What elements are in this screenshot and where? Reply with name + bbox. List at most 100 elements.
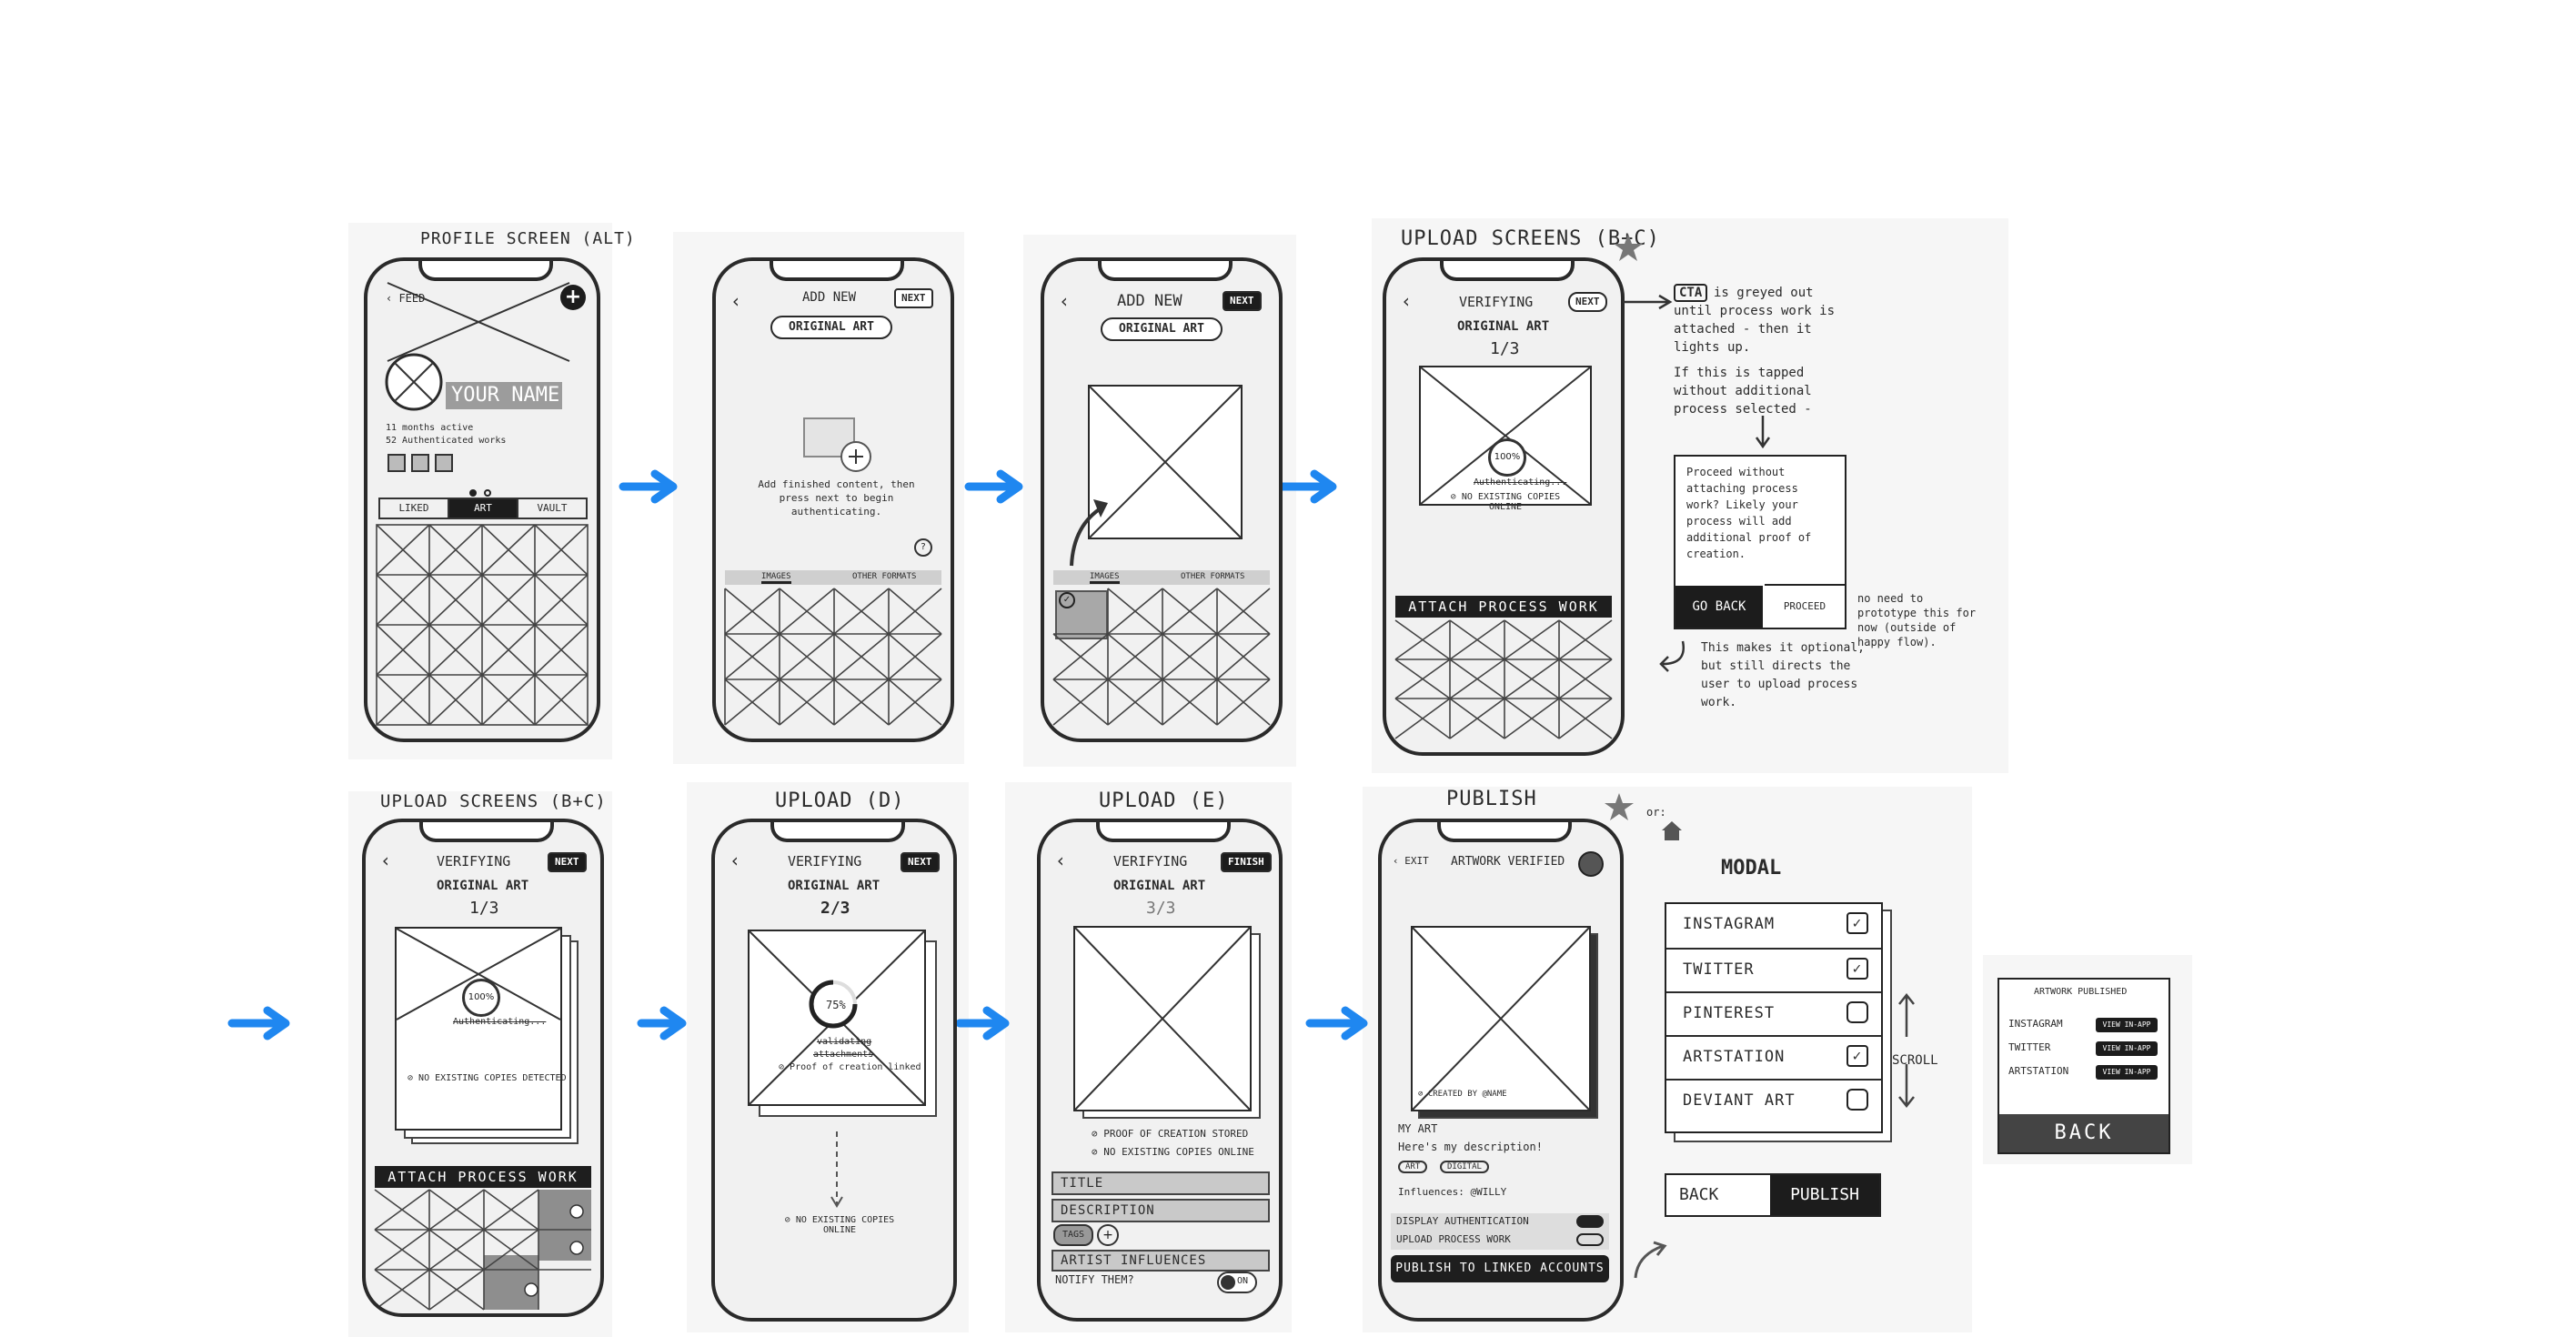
go-back-button[interactable]: GO BACK [1675,586,1763,628]
proof-linked: ⊘ Proof of creation linked [779,1062,921,1072]
tab-art[interactable]: ART [449,499,517,518]
platform-row-deviantart[interactable]: DEVIANT ART [1666,1079,1881,1121]
exit-button[interactable]: ‹ EXIT [1393,855,1429,867]
finish-button[interactable]: FINISH [1221,852,1272,872]
flow-arrow-2 [964,469,1023,504]
tab-other-formats[interactable]: OTHER FORMATS [1181,572,1245,581]
back-to-feed[interactable]: ‹ FEED [386,292,426,305]
view-in-app-button[interactable]: VIEW IN-APP [2096,1065,2158,1080]
tab-vault[interactable]: VAULT [517,499,586,518]
no-copies-text: ⊘ NO EXISTING COPIES ONLINE [784,1215,895,1235]
next-button[interactable]: NEXT [1223,291,1262,311]
stats-months: 11 months active [386,423,474,433]
published-back-button[interactable]: BACK [1999,1114,2168,1152]
help-icon[interactable]: ? [914,538,932,557]
art-preview [748,930,926,1106]
original-art-pill[interactable]: ORIGINAL ART [1101,317,1223,341]
modal-publish-button[interactable]: PUBLISH [1770,1175,1879,1215]
profile-icon[interactable] [1578,851,1604,877]
phone-notch [1098,261,1233,281]
proceed-button[interactable]: PROCEED [1765,584,1845,628]
progress-count: 3/3 [1146,899,1176,918]
phone-add-new-selected: ‹ ADD NEW NEXT ORIGINAL ART IMAGES OTHER… [1041,257,1283,742]
instruction-text: Add finished content, then press next to… [758,478,915,518]
original-art-pill[interactable]: ORIGINAL ART [770,316,892,339]
tag-chip[interactable]: TAGS [1053,1224,1093,1246]
note-cta: is greyed out until process work is atta… [1674,286,1836,355]
add-icon[interactable]: + [560,285,586,310]
check-no-copies: ⊘ NO EXISTING COPIES ONLINE [1092,1146,1254,1158]
back-icon[interactable]: ‹ [730,290,742,312]
unchecked-icon [1846,1089,1868,1111]
published-card: ARTWORK PUBLISHED INSTAGRAM VIEW IN-APP … [1997,978,2170,1154]
attach-process-button[interactable]: ATTACH PROCESS WORK [375,1166,591,1188]
page-dots [469,483,491,500]
title-upload-bc: UPLOAD SCREENS (B+C) [1401,227,1660,250]
art-preview [395,927,562,1131]
phone-verifying-2: ‹ VERIFYING NEXT ORIGINAL ART 2/3 75% va… [711,819,957,1322]
tab-liked[interactable]: LIKED [380,499,449,518]
down-arrow [1755,416,1771,449]
description-field[interactable]: DESCRIPTION [1052,1199,1270,1222]
screen-title: ARTWORK VERIFIED [1451,855,1565,869]
badges [387,454,453,476]
scroll-indicator [1898,992,1915,1109]
modal-actions: BACK PUBLISH [1665,1173,1881,1217]
cta-label: CTA [1674,284,1708,302]
add-tag-icon[interactable]: + [1097,1224,1119,1246]
platform-row-pinterest[interactable]: PINTEREST [1666,991,1881,1033]
screen-title: ADD NEW [1117,292,1182,310]
attached-thumb-2[interactable] [484,1255,538,1310]
unchecked-icon [1846,1001,1868,1023]
phone-notch [770,822,905,842]
tab-images[interactable]: IMAGES [1090,572,1120,584]
back-icon[interactable]: ‹ [1059,290,1071,312]
back-icon[interactable]: ‹ [730,849,741,871]
toggle-label: ON [1237,1276,1249,1286]
platform-row-artstation[interactable]: ARTSTATION✓ [1666,1035,1881,1077]
avatar [385,353,443,411]
title-upload-bc-2: UPLOAD SCREENS (B+C) [380,791,607,811]
next-button[interactable]: NEXT [1568,292,1607,312]
view-in-app-button[interactable]: VIEW IN-APP [2096,1041,2158,1056]
banner-placeholder [387,282,570,362]
toggle-row-2: UPLOAD PROCESS WORK [1391,1231,1609,1250]
status-text: Authenticating... [453,1017,547,1027]
title-field[interactable]: TITLE [1052,1171,1270,1195]
progress-pct: 100% [1494,452,1521,462]
progress-count: 1/3 [469,899,499,918]
curve-arrow [1659,640,1685,672]
back-icon[interactable]: ‹ [1055,849,1067,871]
view-in-app-button[interactable]: VIEW IN-APP [2096,1018,2158,1032]
artist-influences-field[interactable]: ARTIST INFLUENCES [1052,1250,1270,1272]
tab-images[interactable]: IMAGES [761,572,791,584]
confirm-dialog: Proceed without attaching process work? … [1674,455,1846,629]
platform-row-instagram[interactable]: INSTAGRAM✓ [1666,904,1881,944]
back-icon[interactable]: ‹ [380,849,392,871]
no-copies-text: ⊘ NO EXISTING COPIES ONLINE [1450,492,1561,512]
upload-process-toggle[interactable] [1576,1233,1604,1246]
toggle-row-1: DISPLAY AUTHENTICATION [1391,1213,1609,1231]
publish-linked-button[interactable]: PUBLISH TO LINKED ACCOUNTS [1391,1255,1609,1282]
profile-name: YOUR NAME [446,382,562,409]
next-button[interactable]: NEXT [894,288,933,308]
phone-verifying-process: ‹ VERIFYING NEXT ORIGINAL ART 1/3 100% A… [362,819,604,1317]
tag-art: ART [1398,1161,1428,1173]
selected-thumbnail[interactable] [1055,590,1108,639]
back-icon[interactable]: ‹ [1401,290,1413,312]
tab-other-formats[interactable]: OTHER FORMATS [852,572,917,581]
next-button[interactable]: NEXT [548,852,587,872]
title-upload-d: UPLOAD (D) [775,789,905,812]
display-auth-toggle[interactable] [1576,1215,1604,1228]
phone-notch [418,261,553,281]
note-optional: This makes it optional, but still direct… [1701,641,1866,709]
notify-toggle[interactable]: ON [1217,1272,1257,1293]
or-label: or: [1646,806,1666,819]
platform-row-twitter[interactable]: TWITTER✓ [1666,948,1881,990]
flow-arrow-7 [1305,1006,1368,1040]
attach-process-button[interactable]: ATTACH PROCESS WORK [1395,596,1612,618]
modal-back-button[interactable]: BACK [1679,1185,1719,1204]
screen-title: VERIFYING [437,853,511,870]
flow-arrow-5 [637,1006,687,1040]
next-button[interactable]: NEXT [901,852,940,872]
